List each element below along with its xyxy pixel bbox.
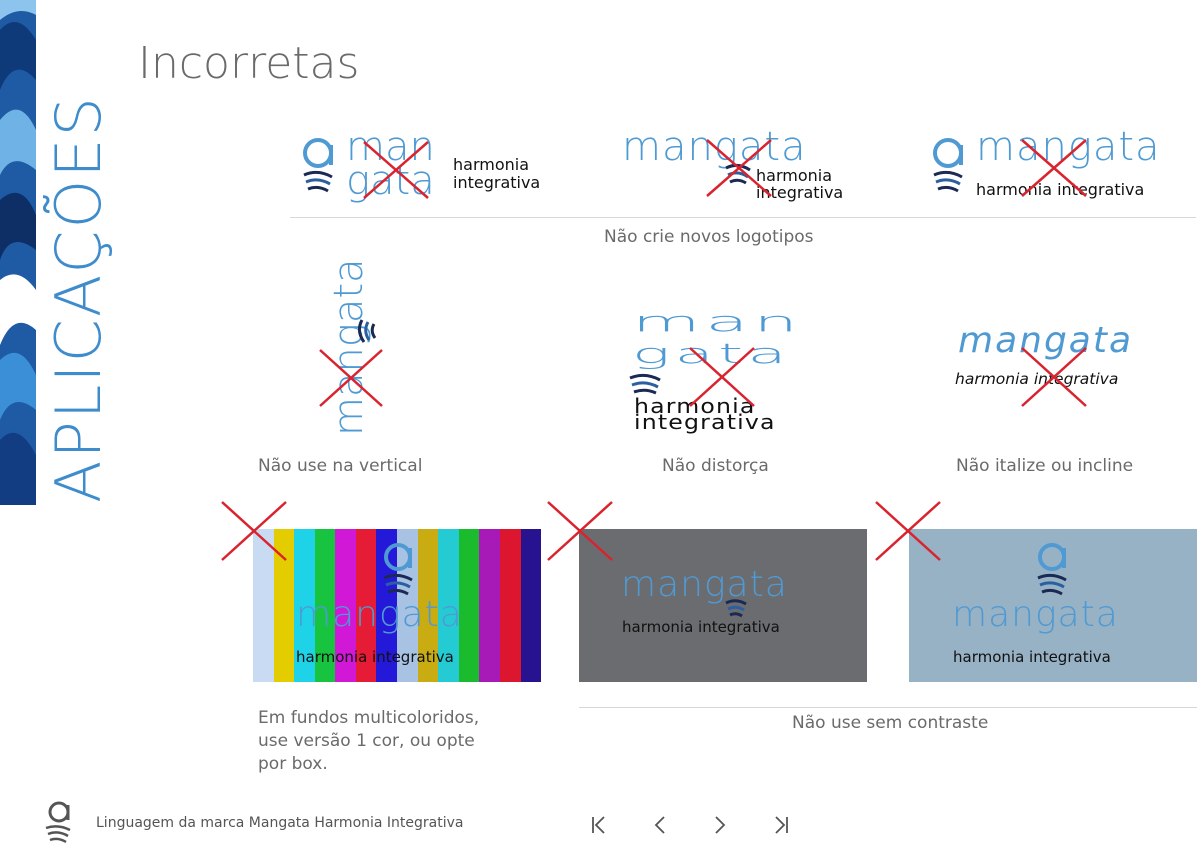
color-stripe xyxy=(253,529,274,682)
caption-multicolor-line2: use versão 1 cor, ou opte xyxy=(258,731,475,751)
red-cross-icon xyxy=(363,141,429,199)
caption-multicolor-line3: por box. xyxy=(258,754,328,774)
tagline: harmonia integrativa xyxy=(296,648,454,666)
color-stripe xyxy=(479,529,500,682)
color-stripe xyxy=(294,529,315,682)
gray-background-box xyxy=(579,529,867,682)
tagline-line2: integrativa xyxy=(756,183,844,202)
multicolor-background xyxy=(253,529,542,682)
footer-text: Linguagem da marca Mangata Harmonia Inte… xyxy=(96,815,464,831)
wordmark-part1: man xyxy=(346,124,435,170)
section-title: APLICAÇÕES xyxy=(42,95,115,503)
red-cross-icon xyxy=(547,501,613,561)
red-cross-icon xyxy=(319,349,383,407)
tagline-line2: integrativa xyxy=(453,173,541,192)
decorative-wave-pattern xyxy=(0,0,36,505)
red-cross-icon xyxy=(221,501,287,561)
wordmark: mangata xyxy=(976,124,1161,170)
tagline: harmonia integrativa xyxy=(953,648,1111,666)
color-stripe xyxy=(438,529,459,682)
color-stripe xyxy=(314,529,336,682)
caption-italic: Não italize ou incline xyxy=(956,456,1134,476)
divider xyxy=(579,707,1197,708)
caption-multicolor: Em fundos multicoloridos, use versão 1 c… xyxy=(258,707,479,776)
color-stripe xyxy=(273,529,295,682)
color-stripe xyxy=(520,529,542,682)
mangata-g-icon xyxy=(933,138,963,193)
wordmark-italic: mangata xyxy=(958,320,1134,361)
caption-multicolor-line1: Em fundos multicoloridos, xyxy=(258,708,480,728)
wordmark: mangata xyxy=(296,594,463,635)
color-stripe xyxy=(499,529,521,682)
skip-last-icon xyxy=(775,816,788,834)
red-cross-icon xyxy=(1021,347,1087,407)
low-contrast-background-box xyxy=(909,529,1197,682)
tagline-line2: integrativa xyxy=(634,410,776,434)
tagline-italic: harmonia integrativa xyxy=(955,370,1119,388)
mangata-g-icon xyxy=(383,543,413,596)
caption-distort: Não distorça xyxy=(662,456,769,476)
mangata-wave-icon xyxy=(357,319,377,343)
caption-contrast: Não use sem contraste xyxy=(792,713,989,733)
skip-first-icon xyxy=(592,816,605,834)
nav-first-button[interactable] xyxy=(582,810,616,840)
footer-logo-icon xyxy=(45,801,71,844)
tagline-line1: harmonia xyxy=(756,166,833,185)
color-stripe xyxy=(355,529,377,682)
nav-last-button[interactable] xyxy=(764,810,798,840)
nav-prev-button[interactable] xyxy=(643,810,677,840)
color-stripe xyxy=(458,529,480,682)
color-stripe xyxy=(335,529,356,682)
mangata-wave-icon xyxy=(725,599,747,618)
red-cross-icon xyxy=(875,501,941,561)
wordmark: mangata xyxy=(952,594,1119,635)
wordmark-part1: man xyxy=(632,306,803,338)
page-title: Incorretas xyxy=(138,38,360,89)
chevron-right-icon xyxy=(715,816,726,834)
divider xyxy=(290,217,1196,218)
tagline-line1: harmonia xyxy=(453,155,530,174)
tagline: harmonia integrativa xyxy=(622,618,780,636)
caption-new-logos: Não crie novos logotipos xyxy=(604,227,814,247)
caption-vertical: Não use na vertical xyxy=(258,456,423,476)
red-cross-icon xyxy=(1021,139,1087,197)
mangata-g-icon xyxy=(303,138,333,193)
red-cross-icon xyxy=(706,139,772,197)
mangata-g-icon xyxy=(1037,543,1067,596)
tagline-line1: harmonia xyxy=(634,394,756,418)
mangata-wave-icon xyxy=(629,373,661,395)
red-cross-icon xyxy=(689,347,755,407)
nav-next-button[interactable] xyxy=(703,810,737,840)
chevron-left-icon xyxy=(654,816,665,834)
color-stripe xyxy=(417,529,439,682)
tagline: harmonia integrativa xyxy=(976,180,1145,199)
wordmark: mangata xyxy=(621,564,788,605)
